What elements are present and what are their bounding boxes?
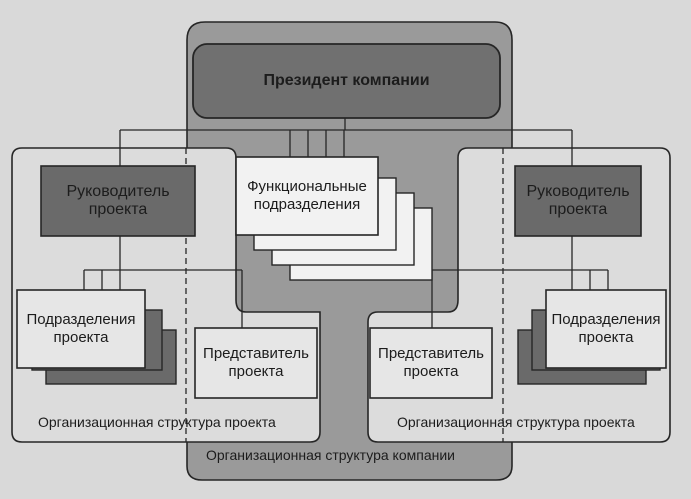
units-left-text: Подразделения проекта xyxy=(26,311,136,346)
manager-right-box xyxy=(514,165,642,237)
president-text: Президент компании xyxy=(263,72,430,89)
president-label: Президент компании xyxy=(193,44,500,118)
project-structure-left-caption: Организационная структура проекта xyxy=(38,414,276,430)
units-left-box xyxy=(16,289,146,369)
functional-units-label: Функциональные подразделения xyxy=(236,157,378,235)
manager-left-text: Руководитель проекта xyxy=(66,183,170,218)
manager-left-box xyxy=(40,165,196,237)
rep-left-box xyxy=(194,327,318,399)
functional-units-box xyxy=(235,156,379,236)
manager-left-label: Руководитель проекта xyxy=(41,166,195,236)
rep-right-box xyxy=(369,327,493,399)
president-box xyxy=(192,43,501,119)
connectors xyxy=(83,118,609,328)
project-structure-right-caption: Организационная структура проекта xyxy=(397,414,635,430)
units-left-label: Подразделения проекта xyxy=(17,290,145,368)
units-right-text: Подразделения проекта xyxy=(551,311,661,346)
rep-left-text: Представитель проекта xyxy=(203,345,309,380)
rep-right-label: Представитель проекта xyxy=(370,328,492,398)
company-structure-caption: Организационная структура компании xyxy=(206,447,455,463)
rep-left-label: Представитель проекта xyxy=(195,328,317,398)
rep-right-text: Представитель проекта xyxy=(378,345,484,380)
units-right-label: Подразделения проекта xyxy=(546,290,666,368)
manager-right-text: Руководитель проекта xyxy=(526,183,630,218)
manager-right-label: Руководитель проекта xyxy=(515,166,641,236)
units-right-box xyxy=(545,289,667,369)
functional-units-text: Функциональные подразделения xyxy=(247,178,367,213)
